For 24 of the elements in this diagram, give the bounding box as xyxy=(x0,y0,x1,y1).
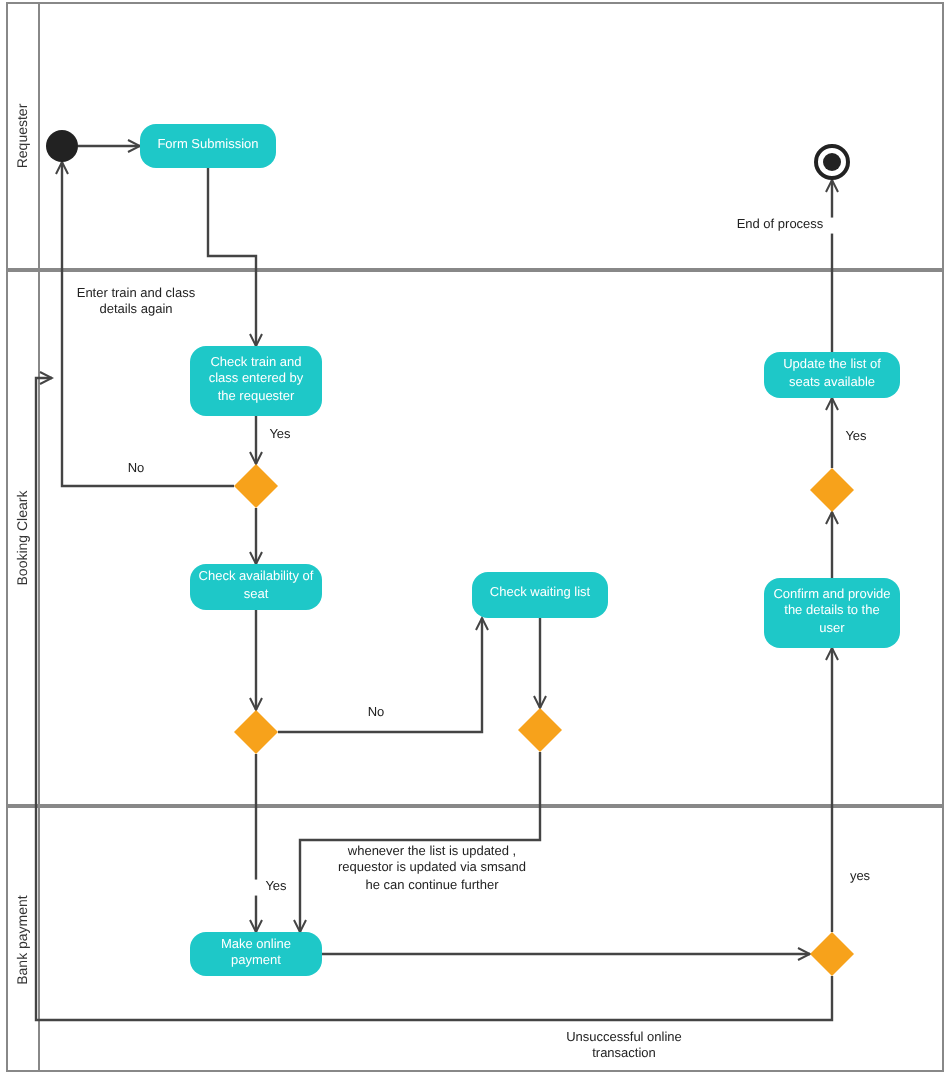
arrow xyxy=(322,947,811,961)
decision-diamond xyxy=(810,468,854,512)
arrow xyxy=(825,179,839,352)
arrow xyxy=(825,397,839,468)
arrow xyxy=(249,508,263,565)
arrow xyxy=(249,610,263,711)
arrow xyxy=(55,161,234,488)
decision-diamond xyxy=(518,708,562,752)
arrow xyxy=(533,618,547,709)
arrow xyxy=(206,168,263,347)
arrow xyxy=(78,139,141,153)
end-node xyxy=(814,144,850,180)
decision-diamond xyxy=(810,932,854,976)
arrow xyxy=(249,754,263,933)
arrow xyxy=(249,416,263,465)
swimlane xyxy=(6,2,944,270)
arrow xyxy=(293,752,542,933)
arrow xyxy=(278,617,489,734)
arrow xyxy=(34,371,834,1022)
decision-diamond xyxy=(234,710,278,754)
arrow xyxy=(825,511,839,578)
start-node xyxy=(46,130,78,162)
arrow xyxy=(825,647,839,932)
decision-diamond xyxy=(234,464,278,508)
